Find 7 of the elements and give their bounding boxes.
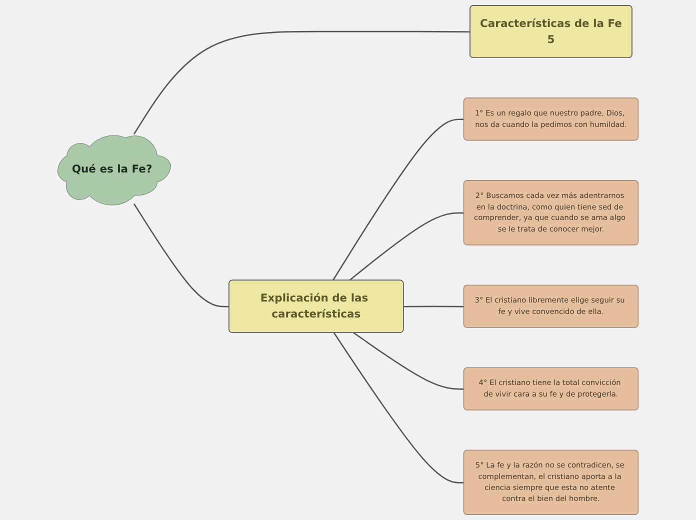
connector <box>333 332 464 484</box>
connector <box>133 203 230 308</box>
connector <box>348 212 464 281</box>
connector <box>332 118 464 281</box>
connector <box>133 30 470 134</box>
connector <box>353 332 464 390</box>
connector <box>404 306 464 308</box>
